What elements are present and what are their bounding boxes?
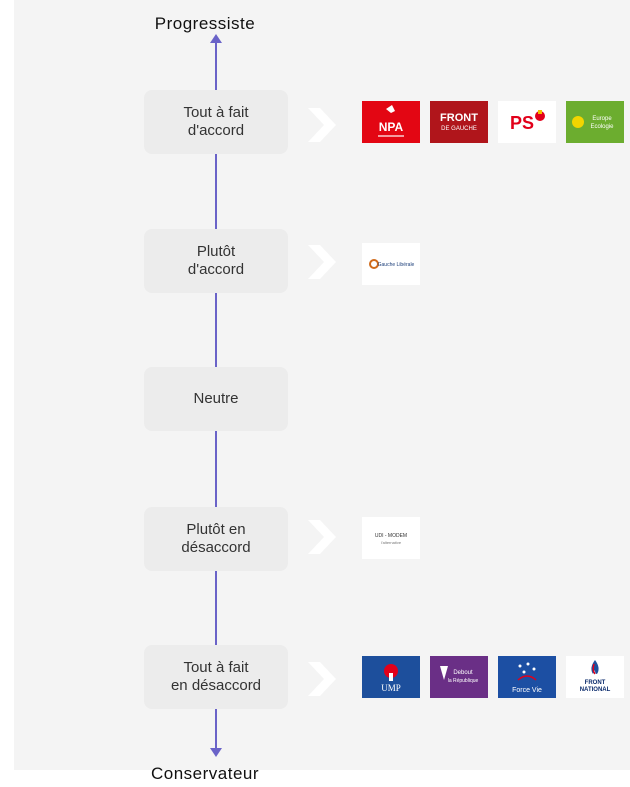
gl-text: Gauche Libérale (378, 262, 415, 268)
ump-logo: UMP (362, 656, 420, 698)
chevron-right-icon (308, 245, 336, 279)
fdg-text-2: DE GAUCHE (441, 126, 477, 132)
arrow-down-icon (210, 748, 222, 757)
axis-top-label: Progressiste (154, 14, 256, 33)
logo-row-4: UDI - MODEM l'alternative (362, 517, 420, 559)
fv-text: Force Vie (512, 687, 542, 694)
force-vie-logo: Force Vie (498, 656, 556, 698)
front-de-gauche-logo: FRONT DE GAUCHE (430, 101, 488, 143)
fdg-text-1: FRONT (440, 112, 478, 124)
logo-row-1: NPA FRONT DE GAUCHE PS Europe Ecologie (362, 101, 624, 143)
dlr-text-1: Debout (453, 670, 473, 676)
level-box-plutot-accord: Plutôt d'accord (144, 229, 288, 293)
level-box-plutot-desaccord: Plutôt en désaccord (144, 507, 288, 571)
ps-text: PS (510, 113, 534, 133)
udi-text-1: UDI - MODEM (375, 533, 407, 539)
chevron-right-icon (308, 520, 336, 554)
fn-text-2: NATIONAL (580, 687, 611, 693)
eelv-text-2: Ecologie (590, 124, 614, 130)
udi-modem-logo: UDI - MODEM l'alternative (362, 517, 420, 559)
udi-text-2: l'alternative (381, 540, 402, 545)
logo-row-5: UMP Debout la République Force Vie FRONT… (362, 656, 624, 698)
gauche-liberale-logo: Gauche Libérale (362, 243, 420, 285)
fn-text-1: FRONT (585, 680, 606, 686)
debout-la-republique-logo: Debout la République (430, 656, 488, 698)
ump-text: UMP (381, 683, 401, 693)
chevron-right-icon (308, 108, 336, 142)
level-box-tout-a-fait-desaccord: Tout à fait en désaccord (144, 645, 288, 709)
level-box-neutre: Neutre (144, 367, 288, 431)
front-national-logo: FRONT NATIONAL (566, 656, 624, 698)
eelv-text-1: Europe (592, 116, 612, 122)
npa-text: NPA (379, 120, 404, 134)
chevron-right-icon (308, 662, 336, 696)
axis-bottom-label: Conservateur (150, 764, 260, 783)
level-box-tout-a-fait-accord: Tout à fait d'accord (144, 90, 288, 154)
logo-row-2: Gauche Libérale (362, 243, 420, 285)
arrow-up-icon (210, 34, 222, 43)
ps-logo: PS (498, 101, 556, 143)
eelv-logo: Europe Ecologie (566, 101, 624, 143)
dlr-text-2: la République (448, 678, 479, 684)
npa-logo: NPA (362, 101, 420, 143)
